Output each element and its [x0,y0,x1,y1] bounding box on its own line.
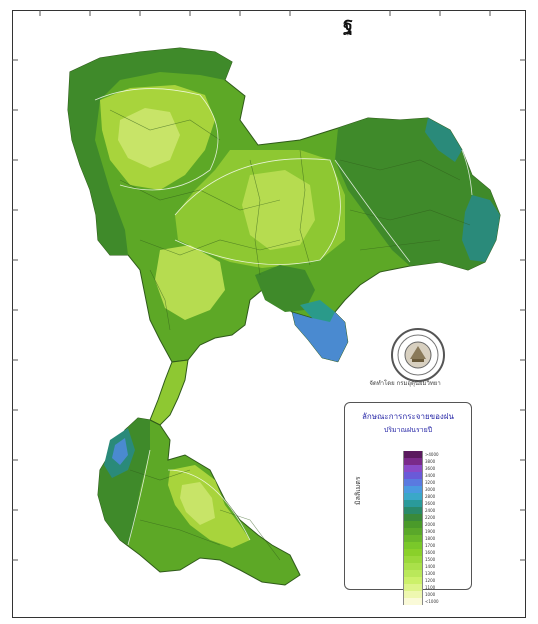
legend-label: 2800 [425,494,436,499]
dept-seal-logo [391,328,445,382]
legend-label: 1400 [425,564,436,569]
legend-swatch [403,500,423,507]
region-eastcoast-teal [300,300,335,322]
legend-label: 1500 [425,557,436,562]
legend-swatch [403,472,423,479]
legend-row: 3000 [403,486,463,493]
region-northeast-dark [335,118,500,270]
legend-row: 1100 [403,584,463,591]
seal-caption: จัดทำโดย กรมอุตุนิยมวิทยา [369,380,441,387]
legend-label: 1100 [425,585,436,590]
legend-swatch [403,507,423,514]
legend-row: 2000 [403,521,463,528]
region-north-lightest [118,108,180,168]
legend-swatch [403,584,423,591]
legend-swatch [403,486,423,493]
rainfall-contours [94,88,473,546]
legend-row: 1500 [403,556,463,563]
legend-label: 2600 [425,501,436,506]
legend-swatch [403,591,423,598]
legend-swatch [403,577,423,584]
legend-label: 3800 [425,459,436,464]
legend-label: 1900 [425,529,436,534]
legend-row: 3200 [403,479,463,486]
legend-subtitle: ปริมาณฝนรายปี [383,426,433,434]
legend-unit-label: มิลลิเมตร [354,476,362,505]
legend-swatch [403,549,423,556]
legend-swatch [403,542,423,549]
legend-swatch [403,458,423,465]
legend-swatch [403,514,423,521]
legend-swatch [403,556,423,563]
legend-label: 1700 [425,543,436,548]
legend-label: 1300 [425,571,436,576]
region-central-pale [242,170,315,250]
legend-label: 3000 [425,487,436,492]
region-south-west-blue [112,438,128,465]
legend-row: 1400 [403,563,463,570]
region-south-pale [180,482,215,525]
legend-row: 3600 [403,465,463,472]
province-boundaries [109,109,471,561]
legend-label: 1600 [425,550,436,555]
region-northwest-dark [68,48,232,255]
legend-row: 3400 [403,472,463,479]
legend-swatch [403,493,423,500]
legend-row: 1800 [403,535,463,542]
legend-row: 3800 [403,458,463,465]
frame-ticks [12,10,526,561]
legend-label: 2200 [425,515,436,520]
legend-swatch [403,465,423,472]
legend-swatch [403,528,423,535]
legend-label: 3600 [425,466,436,471]
legend-label: 3200 [425,480,436,485]
legend-row: 2800 [403,493,463,500]
legend-label: 1800 [425,536,436,541]
legend-label: >4000 [425,452,439,457]
legend-label: 3400 [425,473,436,478]
legend-row: 1900 [403,528,463,535]
legend-row: 1000 [403,591,463,598]
legend-color-scale: >4000 3800 3600 3400 3200 3000 2800 2600 2400 220… [403,451,463,605]
region-eastcoast-dark [255,265,315,312]
legend-swatch [403,563,423,570]
legend-swatch [403,479,423,486]
legend-swatch [403,570,423,577]
region-east-teal [462,195,500,262]
legend-row: 2600 [403,500,463,507]
legend-row: 1200 [403,577,463,584]
legend-swatch [403,598,423,605]
legend-row: 1700 [403,542,463,549]
legend-label: 1200 [425,578,436,583]
legend-label: 1000 [425,592,436,597]
region-lowercentral-pale [155,245,225,320]
legend-label: <1000 [425,599,439,604]
legend-label: 2400 [425,508,436,513]
legend-row: 1300 [403,570,463,577]
legend-row: 1600 [403,549,463,556]
legend-swatch [403,535,423,542]
legend-swatch [403,521,423,528]
rainfall-legend: ลักษณะการกระจายของฝน ปริมาณฝนรายปี มิลลิ… [344,402,472,605]
legend-title: ลักษณะการกระจายของฝน [361,412,454,421]
legend-row: >4000 [403,451,463,458]
legend-row: <1000 [403,598,463,605]
map-title-fragment: ฐ [343,14,353,35]
region-isthmus [149,359,189,426]
region-south-west-dark [98,418,150,545]
legend-swatch [403,451,423,458]
legend-row: 2200 [403,514,463,521]
legend-label: 2000 [425,522,436,527]
legend-row: 2400 [403,507,463,514]
region-northeast-teal [425,118,462,162]
